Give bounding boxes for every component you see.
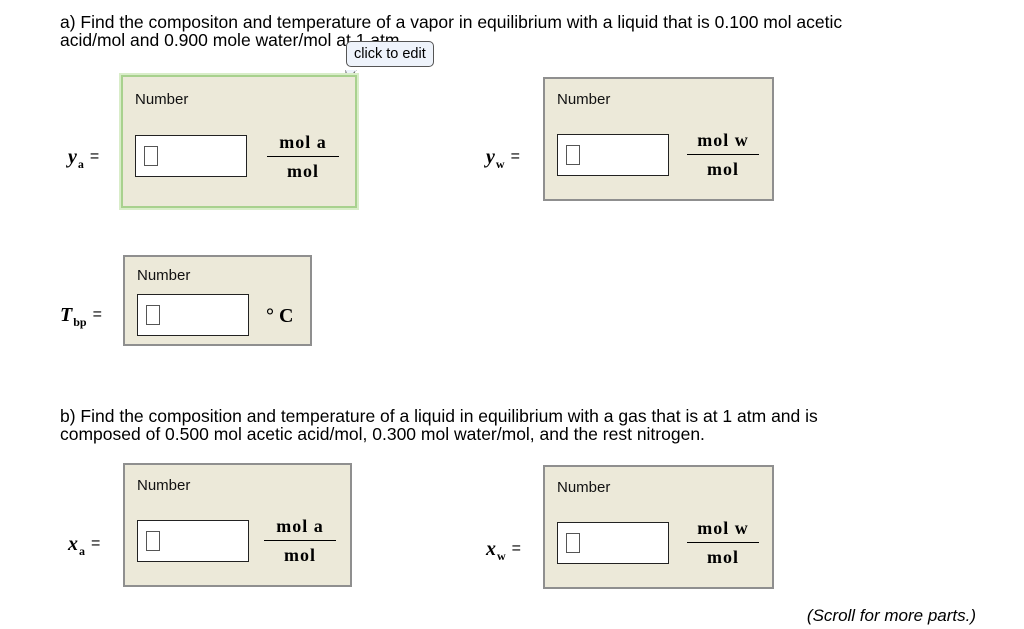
xw-input[interactable] xyxy=(557,522,669,564)
xa-number-label: Number xyxy=(137,477,191,494)
ya-label: ya= xyxy=(68,146,100,171)
question-a-line1: a) Find the compositon and temperature o… xyxy=(60,12,843,32)
xa-input[interactable] xyxy=(137,520,249,562)
tbp-answer-box[interactable]: Number ° C xyxy=(123,255,312,346)
xa-cursor xyxy=(146,531,160,551)
xw-number-label: Number xyxy=(557,479,611,496)
question-a-line2: acid/mol and 0.900 mole water/mol at 1 a… xyxy=(60,30,405,50)
scroll-hint: (Scroll for more parts.) xyxy=(806,606,976,625)
xa-label: xa= xyxy=(68,533,101,558)
tbp-unit: ° C xyxy=(266,305,294,327)
tbp-label: Tbp= xyxy=(60,304,102,329)
ya-cursor xyxy=(144,146,158,166)
tbp-number-label: Number xyxy=(137,267,191,284)
yw-label: yw= xyxy=(486,146,520,171)
click-to-edit-tooltip: click to edit xyxy=(346,41,434,67)
question-b-line2: composed of 0.500 mol acetic acid/mol, 0… xyxy=(60,424,705,444)
yw-number-label: Number xyxy=(557,91,611,108)
ya-input[interactable] xyxy=(135,135,247,177)
question-part-a: a) Find the compositon and temperature o… xyxy=(60,13,842,49)
question-part-b: b) Find the composition and temperature … xyxy=(60,407,818,443)
question-b-line1: b) Find the composition and temperature … xyxy=(60,406,818,426)
tbp-input[interactable] xyxy=(137,294,249,336)
xw-cursor xyxy=(566,533,580,553)
yw-input[interactable] xyxy=(557,134,669,176)
tbp-cursor xyxy=(146,305,160,325)
ya-number-label: Number xyxy=(135,91,189,108)
xw-label: xw= xyxy=(486,538,522,563)
yw-cursor xyxy=(566,145,580,165)
